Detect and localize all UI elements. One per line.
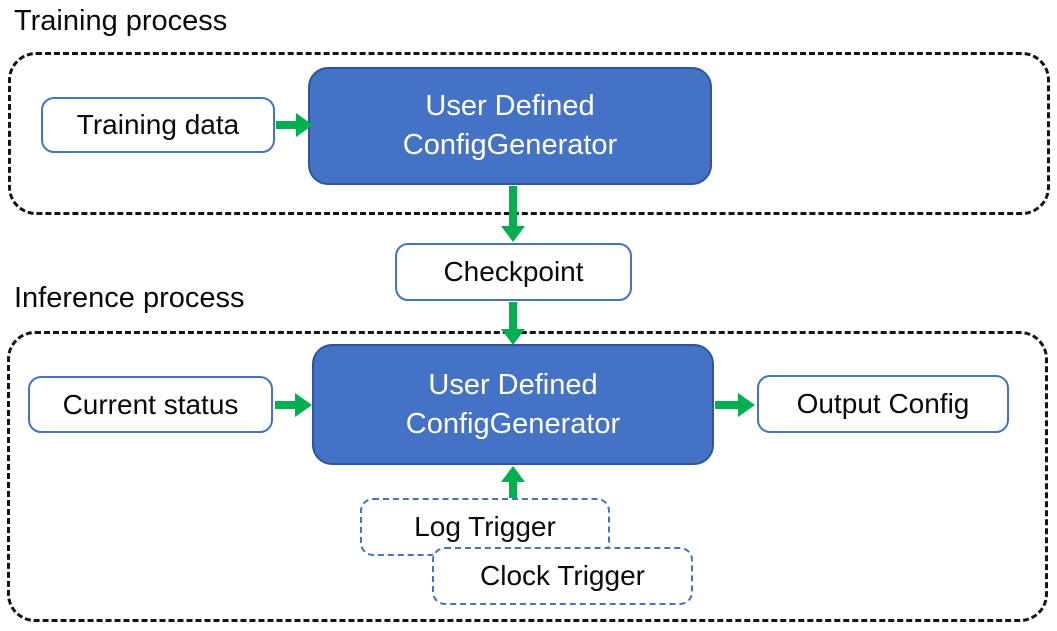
training-data-label: Training data bbox=[76, 109, 240, 140]
checkpoint-node: Checkpoint bbox=[395, 243, 632, 301]
log-trigger-node: Log Trigger bbox=[360, 498, 610, 556]
arrow-current-status-to-generator bbox=[275, 392, 313, 418]
output-config-label: Output Config bbox=[796, 388, 970, 419]
arrow-generator-to-output-config bbox=[715, 392, 756, 418]
arrow-generator-to-checkpoint bbox=[500, 186, 526, 243]
log-trigger-label: Log Trigger bbox=[414, 511, 556, 542]
inference-config-generator-node: User Defined ConfigGenerator bbox=[312, 344, 714, 465]
inference-process-label: Inference process bbox=[14, 282, 245, 314]
inference-process-container bbox=[7, 331, 1048, 622]
arrow-training-data-to-generator bbox=[276, 112, 314, 138]
current-status-node: Current status bbox=[28, 376, 273, 433]
training-process-label: Training process bbox=[14, 5, 228, 37]
inference-config-generator-line1: User Defined bbox=[428, 368, 598, 401]
output-config-node: Output Config bbox=[757, 375, 1009, 433]
clock-trigger-node: Clock Trigger bbox=[432, 547, 693, 605]
clock-trigger-label: Clock Trigger bbox=[480, 560, 645, 591]
arrow-log-trigger-to-generator bbox=[500, 466, 526, 499]
training-config-generator-node: User Defined ConfigGenerator bbox=[308, 67, 712, 185]
arrow-checkpoint-to-inference-generator bbox=[500, 302, 526, 346]
training-process-container bbox=[8, 52, 1050, 215]
checkpoint-label: Checkpoint bbox=[443, 256, 584, 287]
inference-config-generator-line2: ConfigGenerator bbox=[405, 407, 621, 440]
training-config-generator-line2: ConfigGenerator bbox=[402, 129, 618, 161]
training-config-generator-line1: User Defined bbox=[425, 90, 595, 122]
training-data-node: Training data bbox=[41, 97, 275, 153]
current-status-label: Current status bbox=[62, 388, 239, 420]
